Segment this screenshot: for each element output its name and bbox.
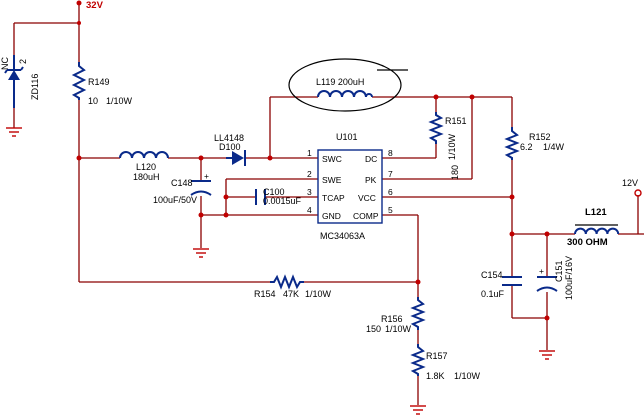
ic-pin-number: 5 (388, 205, 393, 215)
inductor-l119 (317, 90, 373, 98)
r154-value: 47K (283, 289, 299, 299)
ic-pin-number: 7 (388, 169, 393, 179)
c148-ref: C148 (171, 178, 193, 188)
junction-dot (433, 94, 439, 100)
diode-d100 (226, 150, 246, 166)
ic-pin-number: 3 (307, 187, 312, 197)
junction-dot (77, 21, 81, 25)
test-point-12v (634, 189, 642, 197)
ferrite-bead-l121 (574, 224, 620, 235)
highlight-ellipse (288, 58, 402, 112)
r152-value: 6.2 (520, 142, 533, 152)
junction-dot (469, 94, 475, 100)
l120-value: 180uH (133, 172, 160, 182)
r156-ref: R156 (381, 314, 403, 324)
c151-ref: C151 (554, 260, 564, 282)
ic-pin-number: 8 (388, 148, 393, 158)
rail-12v-label: 12V (622, 178, 638, 188)
zd116-value: NC (0, 57, 10, 70)
zener-zd116 (4, 55, 24, 108)
junction-dot (267, 155, 273, 161)
rail-32v-label: 32V (86, 0, 104, 11)
ic-pin-number: 4 (307, 205, 312, 215)
junction-dot (509, 231, 515, 237)
ic-pin-name: VCC (358, 193, 376, 203)
r149-value: 10 (88, 96, 98, 106)
junction-dot (76, 155, 82, 161)
ic-pin-number: 2 (307, 169, 312, 179)
ic-pin-name: PK (365, 175, 377, 185)
zd116-ref: ZD116 (30, 74, 40, 100)
r149-rating: 1/10W (106, 96, 133, 106)
r152-rating: 1/4W (543, 142, 565, 152)
r156-rating: 1/10W (385, 324, 412, 334)
resistor-r152 (504, 127, 520, 160)
r157-value: 1.8K (426, 371, 445, 381)
junction-dot (198, 155, 204, 161)
capacitor-c148: + (190, 171, 212, 196)
d100-ref: D100 (219, 142, 241, 152)
l121-ref: L121 (585, 207, 607, 218)
r157-ref: R157 (426, 351, 448, 361)
r154-ref: R154 (254, 289, 276, 299)
capacitor-c154 (502, 276, 522, 286)
r151-ref: R151 (445, 116, 467, 126)
l121-value: 300 OHM (567, 237, 608, 248)
ic-pin-number: 1 (307, 148, 312, 158)
ic-ref: U101 (336, 132, 358, 142)
r152-ref: R152 (529, 132, 551, 142)
ic-pin-name: SWC (322, 154, 342, 164)
ground-symbol (193, 248, 209, 258)
ground-symbol (539, 350, 555, 360)
ground-symbol (410, 405, 426, 415)
junction-dot (76, 0, 82, 6)
c100-ref: C100 (263, 187, 285, 197)
junctions (76, 0, 550, 321)
resistor-r156 (410, 297, 426, 330)
junction-dot (415, 279, 421, 285)
c151-value: 100uF/16V (564, 256, 574, 300)
c148-value: 100uF/50V (153, 195, 197, 205)
r151-rating: 1/10W (447, 133, 457, 160)
r151-value: 180 (450, 165, 460, 180)
inductor-l120 (119, 151, 169, 159)
svg-text:+: + (204, 171, 209, 181)
c154-value: 0.1uF (481, 289, 505, 299)
r157-rating: 1/10W (454, 371, 481, 381)
zd116-pin-number: 2 (18, 59, 28, 64)
capacitor-c151: + (536, 266, 558, 292)
junction-dot (509, 194, 515, 200)
ic-pin-name: TCAP (322, 193, 345, 203)
ic-pin-name: DC (365, 154, 377, 164)
svg-text:+: + (539, 266, 544, 276)
ic-pin-name: GND (322, 211, 341, 221)
c154-ref: C154 (481, 270, 503, 280)
l119-label: L119 200uH (316, 77, 364, 87)
resistor-r154 (270, 274, 304, 290)
junction-dot (544, 315, 550, 321)
capacitor-c100 (255, 189, 266, 205)
junction-dot (223, 212, 229, 218)
d100-part: LL4148 (214, 133, 244, 143)
c100-value: 0.0015uF (263, 196, 302, 206)
junction-dot (198, 212, 204, 218)
ic-u101-body (317, 149, 383, 224)
r154-rating: 1/10W (305, 289, 332, 299)
resistor-r151 (428, 112, 444, 144)
ic-pin-name: COMP (353, 211, 379, 221)
ground-symbol (6, 127, 22, 137)
r156-value: 150 (366, 324, 381, 334)
ic-pin-number: 6 (388, 187, 393, 197)
junction-dot (544, 231, 550, 237)
ic-pin-name: SWE (322, 175, 342, 185)
l120-ref: L120 (136, 162, 156, 172)
resistor-r157 (410, 344, 426, 376)
resistor-r149 (71, 62, 87, 100)
ic-part: MC34063A (320, 231, 365, 241)
r149-ref: R149 (88, 77, 110, 87)
junction-dot (223, 194, 229, 200)
